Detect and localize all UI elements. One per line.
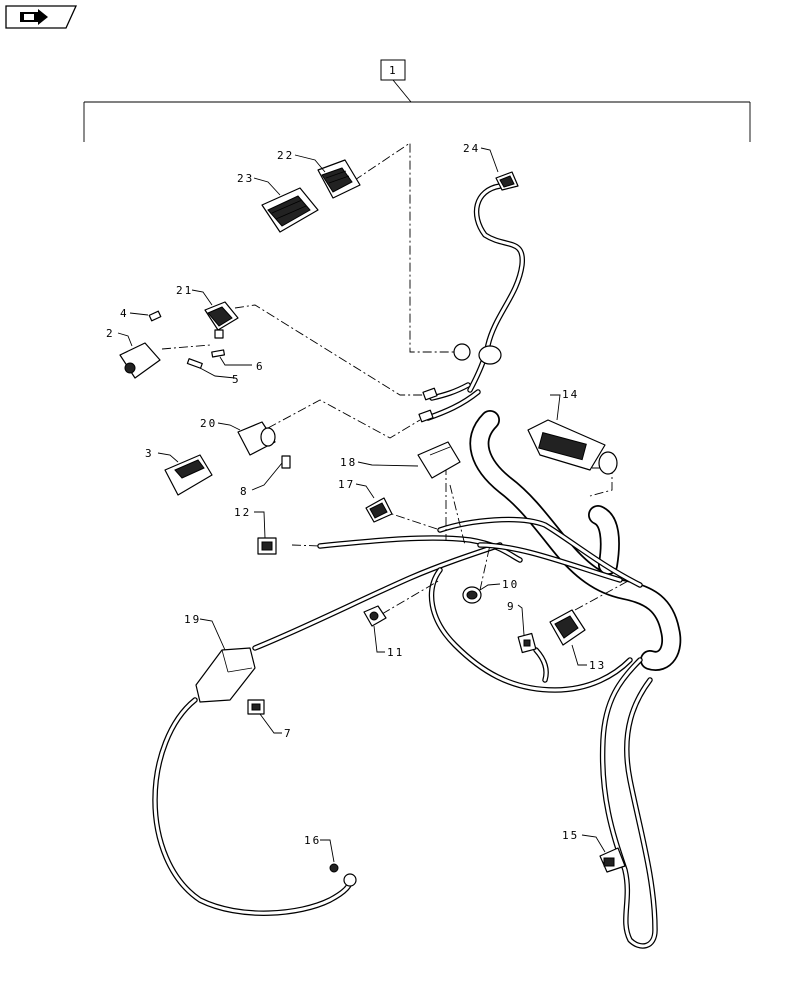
- clip-7[interactable]: [247, 699, 265, 715]
- callout-8: 8: [240, 485, 249, 498]
- connector-24[interactable]: [495, 171, 519, 191]
- connector-14[interactable]: [527, 419, 618, 475]
- connector-21[interactable]: [204, 301, 239, 339]
- callout-10: 10: [502, 578, 519, 591]
- callout-9: 9: [507, 600, 516, 613]
- callout-22: 22: [277, 149, 294, 162]
- callout-17: 17: [338, 478, 355, 491]
- callout-18: 18: [340, 456, 357, 469]
- module-3[interactable]: [164, 454, 213, 496]
- connector-12[interactable]: [257, 537, 277, 555]
- callout-16: 16: [304, 834, 321, 847]
- callout-15: 15: [562, 829, 579, 842]
- module-19[interactable]: [195, 647, 256, 703]
- dash-dot-lines: [161, 142, 631, 615]
- callout-5: 5: [232, 373, 241, 386]
- callout-20: 20: [200, 417, 217, 430]
- assembly-bracket: [83, 59, 751, 142]
- terminal-5[interactable]: [186, 358, 203, 369]
- connector-11[interactable]: [363, 605, 387, 627]
- callout-2: 2: [106, 327, 115, 340]
- callout-6: 6: [256, 360, 265, 373]
- terminal-6[interactable]: [211, 349, 226, 358]
- connector-10[interactable]: [462, 586, 482, 604]
- callout-14: 14: [562, 388, 579, 401]
- callout-13: 13: [589, 659, 606, 672]
- callout-23: 23: [237, 172, 254, 185]
- connector-17[interactable]: [365, 497, 393, 523]
- harness: [152, 183, 682, 949]
- book-arrow-icon[interactable]: [5, 5, 78, 29]
- plug-16[interactable]: [329, 863, 339, 873]
- relay-20[interactable]: [237, 421, 276, 456]
- sensor-9[interactable]: [517, 632, 537, 654]
- connector-22[interactable]: [317, 159, 361, 199]
- callout-19: 19: [184, 613, 201, 626]
- callout-11: 11: [387, 646, 404, 659]
- callout-21: 21: [176, 284, 193, 297]
- callout-leaders: [117, 147, 606, 863]
- relay-18[interactable]: [417, 441, 461, 479]
- connector-13[interactable]: [549, 609, 586, 646]
- sensor-15[interactable]: [599, 847, 626, 873]
- callout-3: 3: [145, 447, 154, 460]
- connector-23[interactable]: [261, 187, 319, 233]
- pin-8[interactable]: [281, 455, 291, 469]
- callout-7: 7: [284, 727, 293, 740]
- callout-12: 12: [234, 506, 251, 519]
- assembly-label: 1: [389, 64, 398, 77]
- callout-24: 24: [463, 142, 480, 155]
- terminal-4[interactable]: [148, 310, 162, 322]
- callout-4: 4: [120, 307, 129, 320]
- cap-2[interactable]: [119, 342, 161, 379]
